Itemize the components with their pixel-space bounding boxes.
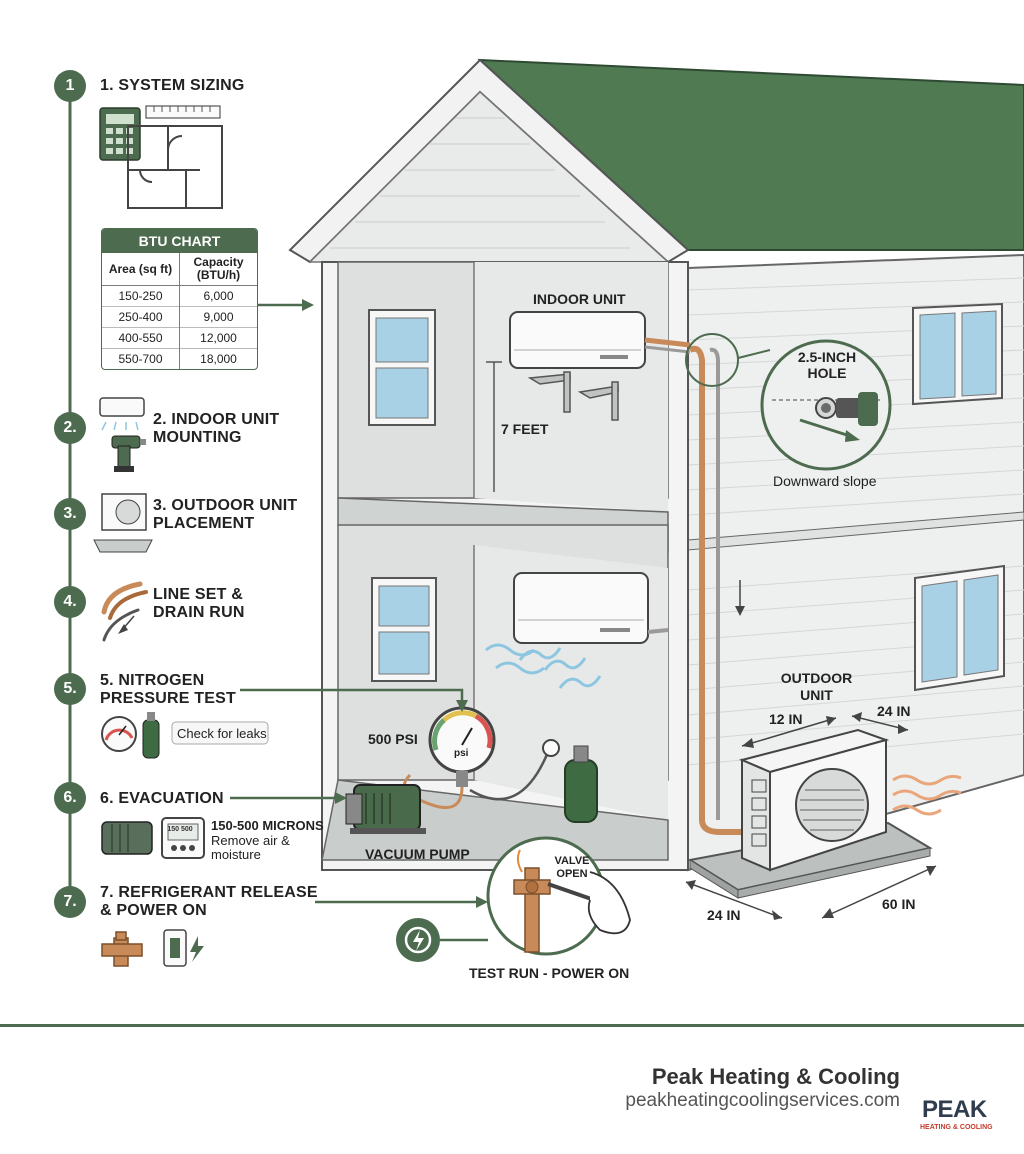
btu-area-cell: 250-400	[102, 306, 180, 328]
pad-60-label: 60 IN	[882, 896, 916, 912]
company-name: Peak Heating & Cooling	[651, 1064, 900, 1089]
test-run-label: TEST RUN - POWER ON	[469, 965, 630, 981]
step-6-label: 6. EVACUATION	[100, 790, 224, 807]
step-1-number: 1	[54, 70, 86, 102]
btu-area-cell: 550-700	[102, 348, 180, 369]
step-7-number: 7.	[54, 886, 86, 918]
btu-capacity-cell: 9,000	[179, 306, 257, 328]
height-label: 7 FEET	[501, 421, 549, 437]
step-2-number: 2.	[54, 412, 86, 444]
btu-chart-title: BTU CHART	[102, 229, 257, 253]
clearance-24-label: 24 IN	[877, 703, 911, 719]
step-4-number: 4.	[54, 586, 86, 618]
meter-display: 150 500	[167, 826, 193, 833]
btu-area-cell: 150-250	[102, 285, 180, 307]
psi-label: 500 PSI	[368, 731, 418, 747]
indoor-unit-label: INDOOR UNIT	[533, 291, 626, 307]
btu-capacity-cell: 6,000	[179, 285, 257, 307]
slope-label: Downward slope	[773, 473, 877, 489]
valve-open-label: VALVE OPEN	[554, 855, 590, 880]
step-6-number: 6.	[54, 782, 86, 814]
gauge-unit: psi	[454, 748, 469, 759]
pad-24-label: 24 IN	[707, 907, 741, 923]
logo-subtext: HEATING & COOLING	[920, 1124, 993, 1131]
step-5-label: 5. NITROGEN PRESSURE TEST	[100, 672, 236, 707]
step-4-label: LINE SET & DRAIN RUN	[153, 586, 245, 621]
company-url[interactable]: peakheatingcoolingservices.com	[625, 1090, 900, 1111]
outdoor-unit-label: OUTDOOR UNIT	[780, 670, 853, 703]
clearance-12-label: 12 IN	[769, 711, 803, 727]
logo-text: PEAK	[922, 1096, 987, 1123]
step-3-label: 3. OUTDOOR UNIT PLACEMENT	[153, 497, 298, 532]
btu-capacity-cell: 12,000	[179, 327, 257, 349]
vacuum-pump-label: VACUUM PUMP	[365, 846, 470, 862]
hole-size-label: 2.5-INCH HOLE	[797, 349, 857, 381]
btu-header-area: Area (sq ft)	[102, 253, 180, 286]
btu-chart: BTU CHART Area (sq ft) Capacity (BTU/h) …	[101, 228, 258, 370]
footer-divider	[0, 1024, 1024, 1027]
step-5-number: 5.	[54, 673, 86, 705]
step-3-number: 3.	[54, 498, 86, 530]
btu-capacity-cell: 18,000	[179, 348, 257, 369]
btu-area-cell: 400-550	[102, 327, 180, 349]
house-illustration	[68, 58, 1024, 967]
microns-label: 150-500 MICRONS	[211, 818, 324, 833]
step-2-label: 2. INDOOR UNIT MOUNTING	[153, 411, 280, 446]
btu-header-capacity: Capacity (BTU/h)	[179, 253, 257, 286]
step-7-label: 7. REFRIGERANT RELEASE & POWER ON	[100, 884, 318, 919]
step-1-label: 1. SYSTEM SIZING	[100, 77, 245, 94]
leak-check-badge: Check for leaks	[177, 726, 267, 741]
microns-note: Remove air & moisture	[211, 833, 290, 862]
